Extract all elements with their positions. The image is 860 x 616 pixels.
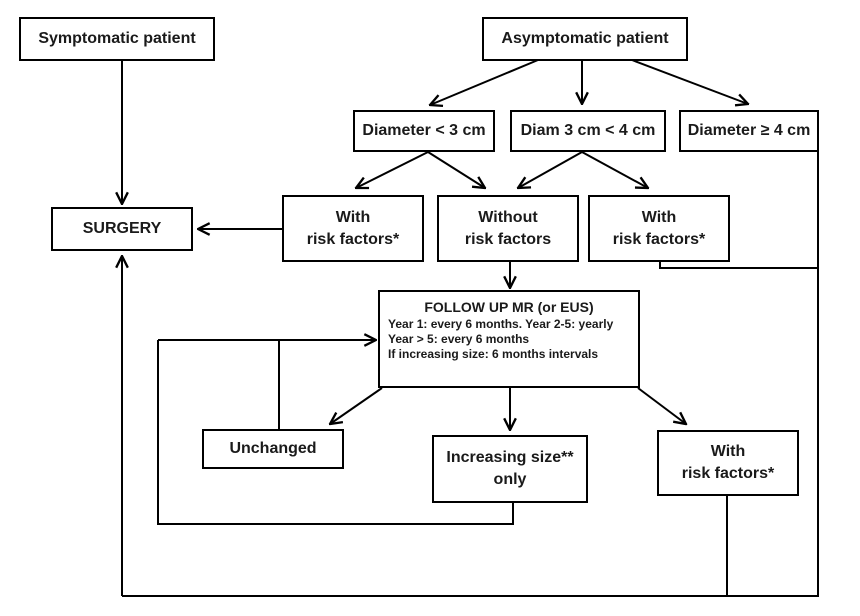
with-risk-factors-left-box: With risk factors* <box>282 195 424 262</box>
arrow-diam-mid-to-without-rf <box>518 151 583 188</box>
with-risk-factors-right-line2: risk factors* <box>612 230 706 248</box>
with-risk-factors-bottom-line2: risk factors* <box>681 465 775 482</box>
diameter-gte-4-box: Diameter ≥ 4 cm <box>679 110 819 152</box>
increasing-size-line1: Increasing size** <box>446 449 574 466</box>
increasing-size-box: Increasing size** only <box>432 435 588 503</box>
arrow-diam-small-to-without-rf <box>427 151 485 188</box>
follow-up-line-2: Year > 5: every 6 months <box>388 332 530 346</box>
diameter-gte-4-label: Diameter ≥ 4 cm <box>687 122 811 139</box>
with-risk-factors-right-box: With risk factors* <box>588 195 730 262</box>
diameter-3-4-box: Diam 3 cm < 4 cm <box>510 110 666 152</box>
without-risk-factors-box: Without risk factors <box>437 195 579 262</box>
connector-increasing-loop <box>157 340 514 525</box>
with-risk-factors-right-line1: With <box>641 208 677 226</box>
arrow-diam-small-to-with-rf <box>356 151 429 188</box>
connector-with-rf-right-to-rail <box>659 262 818 269</box>
surgery-label: SURGERY <box>82 220 162 237</box>
arrow-follow-up-to-with-rf <box>637 387 686 424</box>
without-risk-factors-line2: risk factors <box>464 230 552 248</box>
increasing-size-line2: only <box>493 471 527 488</box>
symptomatic-patient-box: Symptomatic patient <box>19 17 215 61</box>
diameter-lt-3-label: Diameter < 3 cm <box>362 122 486 139</box>
with-risk-factors-bottom-line1: With <box>710 443 746 460</box>
follow-up-title: FOLLOW UP MR (or EUS) <box>424 299 594 315</box>
diameter-3-4-label: Diam 3 cm < 4 cm <box>520 122 656 139</box>
follow-up-line-1: Year 1: every 6 months. Year 2-5: yearly <box>388 317 614 331</box>
diameter-lt-3-box: Diameter < 3 cm <box>353 110 495 152</box>
symptomatic-patient-label: Symptomatic patient <box>38 30 196 47</box>
with-risk-factors-left-line1: With <box>335 208 371 226</box>
unchanged-box: Unchanged <box>202 429 344 469</box>
with-risk-factors-left-line2: risk factors* <box>306 230 400 248</box>
connector-diam-large-right-rail <box>122 150 819 597</box>
follow-up-line-3: If increasing size: 6 months intervals <box>388 347 599 361</box>
surgery-box: SURGERY <box>51 207 193 251</box>
arrow-follow-up-to-unchanged <box>330 387 383 424</box>
without-risk-factors-line1: Without <box>478 208 538 226</box>
arrow-asymptomatic-to-diam-large <box>631 59 748 104</box>
arrow-asymptomatic-to-diam-small <box>430 59 539 105</box>
asymptomatic-patient-box: Asymptomatic patient <box>482 17 688 61</box>
arrow-diam-mid-to-with-rf <box>581 151 648 188</box>
unchanged-label: Unchanged <box>229 440 317 457</box>
with-risk-factors-bottom-box: With risk factors* <box>657 430 799 496</box>
asymptomatic-patient-label: Asymptomatic patient <box>501 30 669 47</box>
follow-up-box: FOLLOW UP MR (or EUS) Year 1: every 6 mo… <box>378 290 640 388</box>
